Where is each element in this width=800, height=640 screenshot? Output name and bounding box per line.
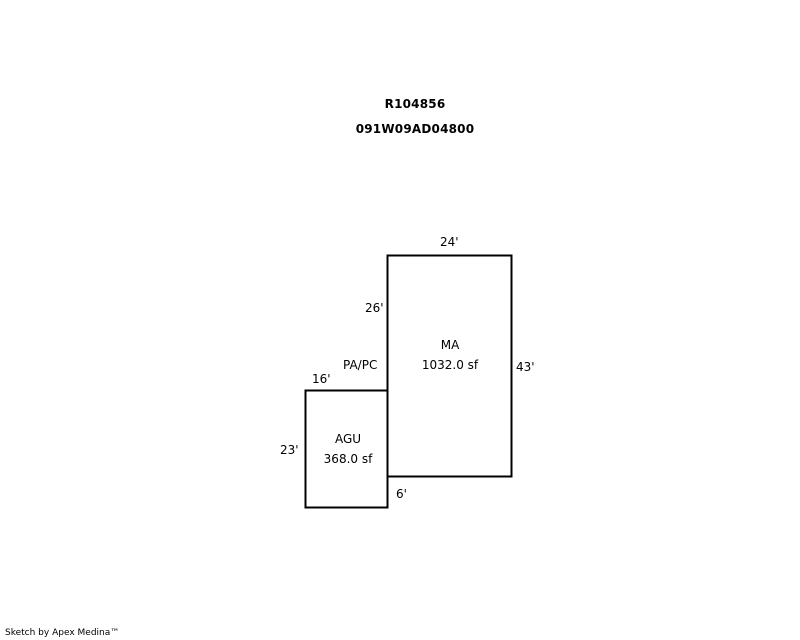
- pa-pc-annotation: PA/PC: [343, 358, 378, 372]
- ma-area: 1032.0 sf: [421, 358, 479, 372]
- ma-outline: [386, 254, 513, 478]
- agu-outline: [304, 389, 389, 509]
- agu-top-dimension: 16': [312, 372, 331, 386]
- agu-right-offset-dimension: 6': [396, 487, 407, 501]
- ma-code: MA: [440, 338, 460, 352]
- account-id: R104856: [384, 97, 446, 111]
- footer-credit: Sketch by Apex Medina™: [5, 628, 120, 638]
- ma-area-label: MA 1032.0 sf: [410, 335, 490, 375]
- ma-right-dimension: 43': [516, 360, 535, 374]
- agu-left-dimension: 23': [280, 443, 299, 457]
- ma-top-dimension: 24': [440, 235, 459, 249]
- parcel-number: 091W09AD04800: [355, 122, 475, 136]
- agu-area: 368.0 sf: [323, 452, 373, 466]
- agu-area-label: AGU 368.0 sf: [308, 429, 388, 469]
- ma-left-dimension: 26': [365, 301, 384, 315]
- agu-code: AGU: [334, 432, 362, 446]
